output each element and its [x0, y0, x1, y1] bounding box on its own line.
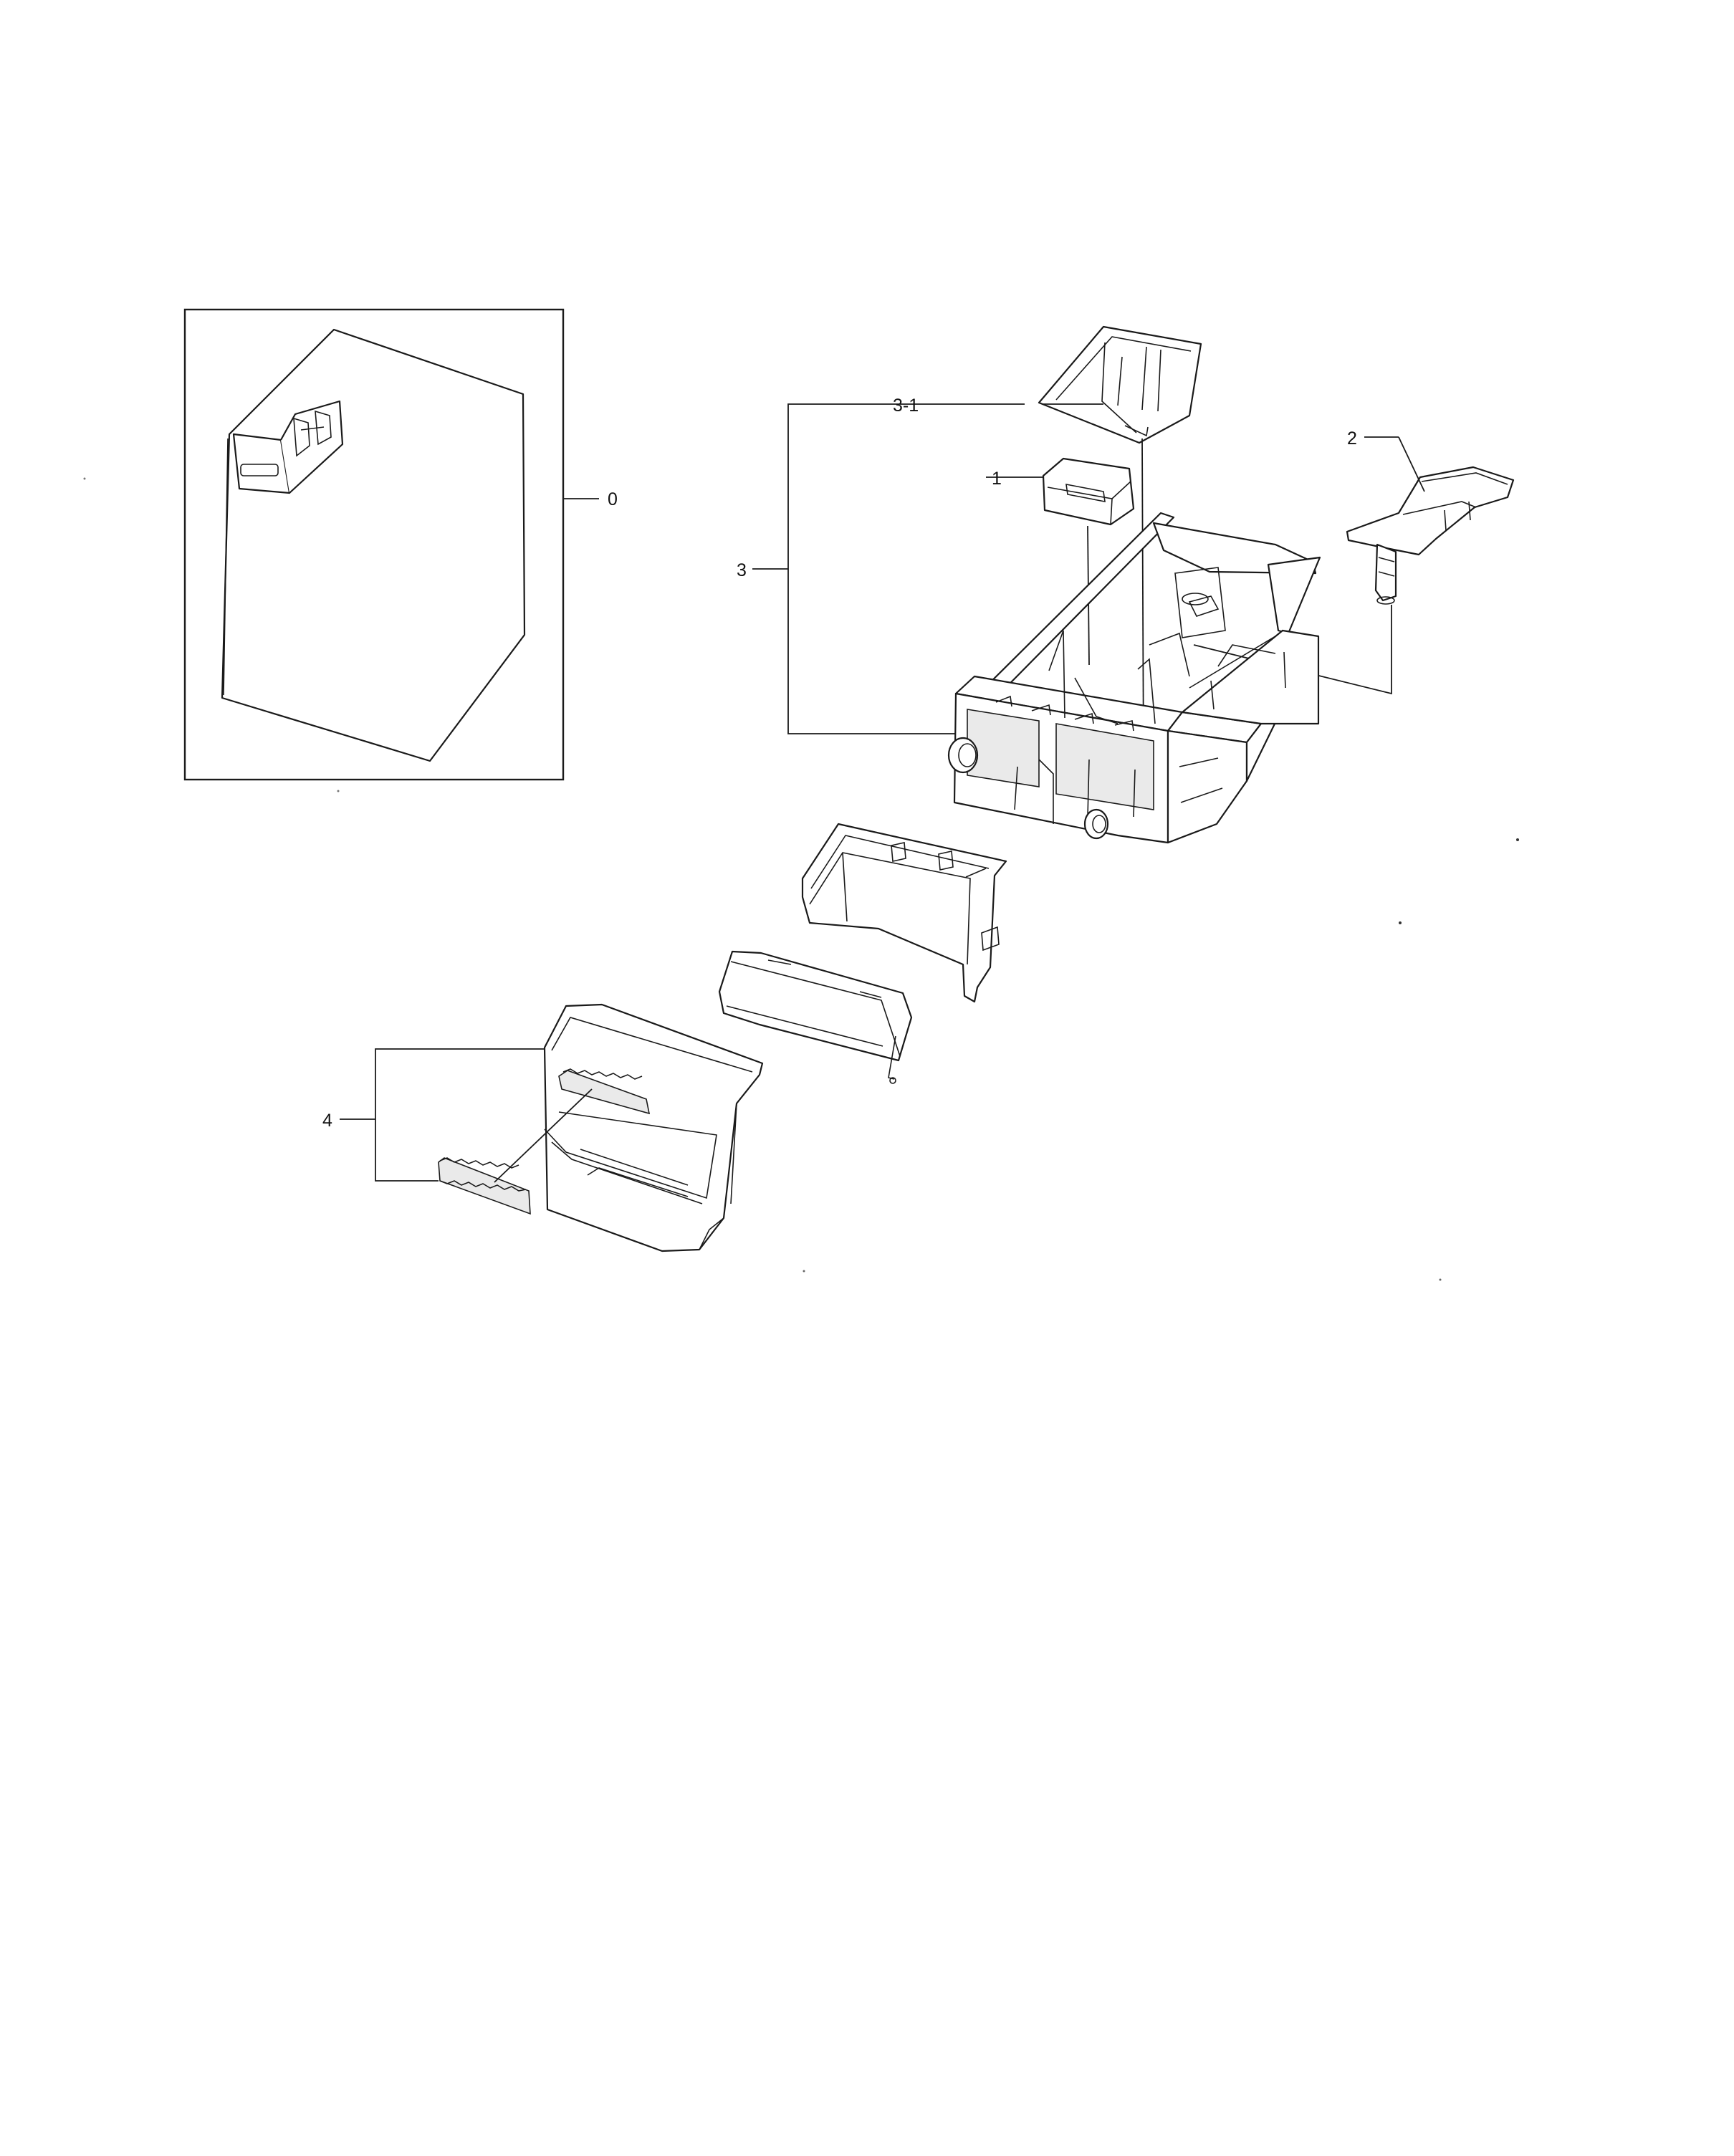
scan-specks	[83, 477, 1519, 1281]
drawer-label-sticker	[438, 1157, 531, 1215]
callout-1: 1	[992, 469, 1002, 489]
sticker-leader	[494, 1088, 593, 1183]
softener-cup	[1038, 325, 1202, 444]
siphon-cover	[1346, 466, 1515, 605]
washer-panel	[221, 328, 526, 762]
dispenser-drawer-mini	[232, 400, 344, 494]
detergent-insert	[1042, 457, 1135, 526]
dispenser-housing	[947, 512, 1321, 844]
callout-3: 3	[737, 560, 747, 580]
bracket-4	[375, 1048, 545, 1182]
inset-frame	[183, 308, 565, 781]
assembly-inset: 0	[183, 308, 618, 781]
callout-4: 4	[322, 1111, 332, 1131]
inlet-nozzle-right	[1083, 808, 1109, 840]
bracket-3	[787, 403, 956, 734]
drawer-window	[718, 950, 913, 1062]
leader-2b	[1398, 436, 1425, 492]
drawer-frame	[801, 823, 1007, 1003]
inlet-nozzle-left	[947, 737, 979, 774]
spring-clip	[888, 1035, 896, 1084]
callout-3-1: 3-1	[893, 396, 919, 416]
drawer-front-panel	[543, 1003, 764, 1252]
callout-2: 2	[1347, 428, 1357, 449]
callout-0: 0	[608, 489, 618, 509]
